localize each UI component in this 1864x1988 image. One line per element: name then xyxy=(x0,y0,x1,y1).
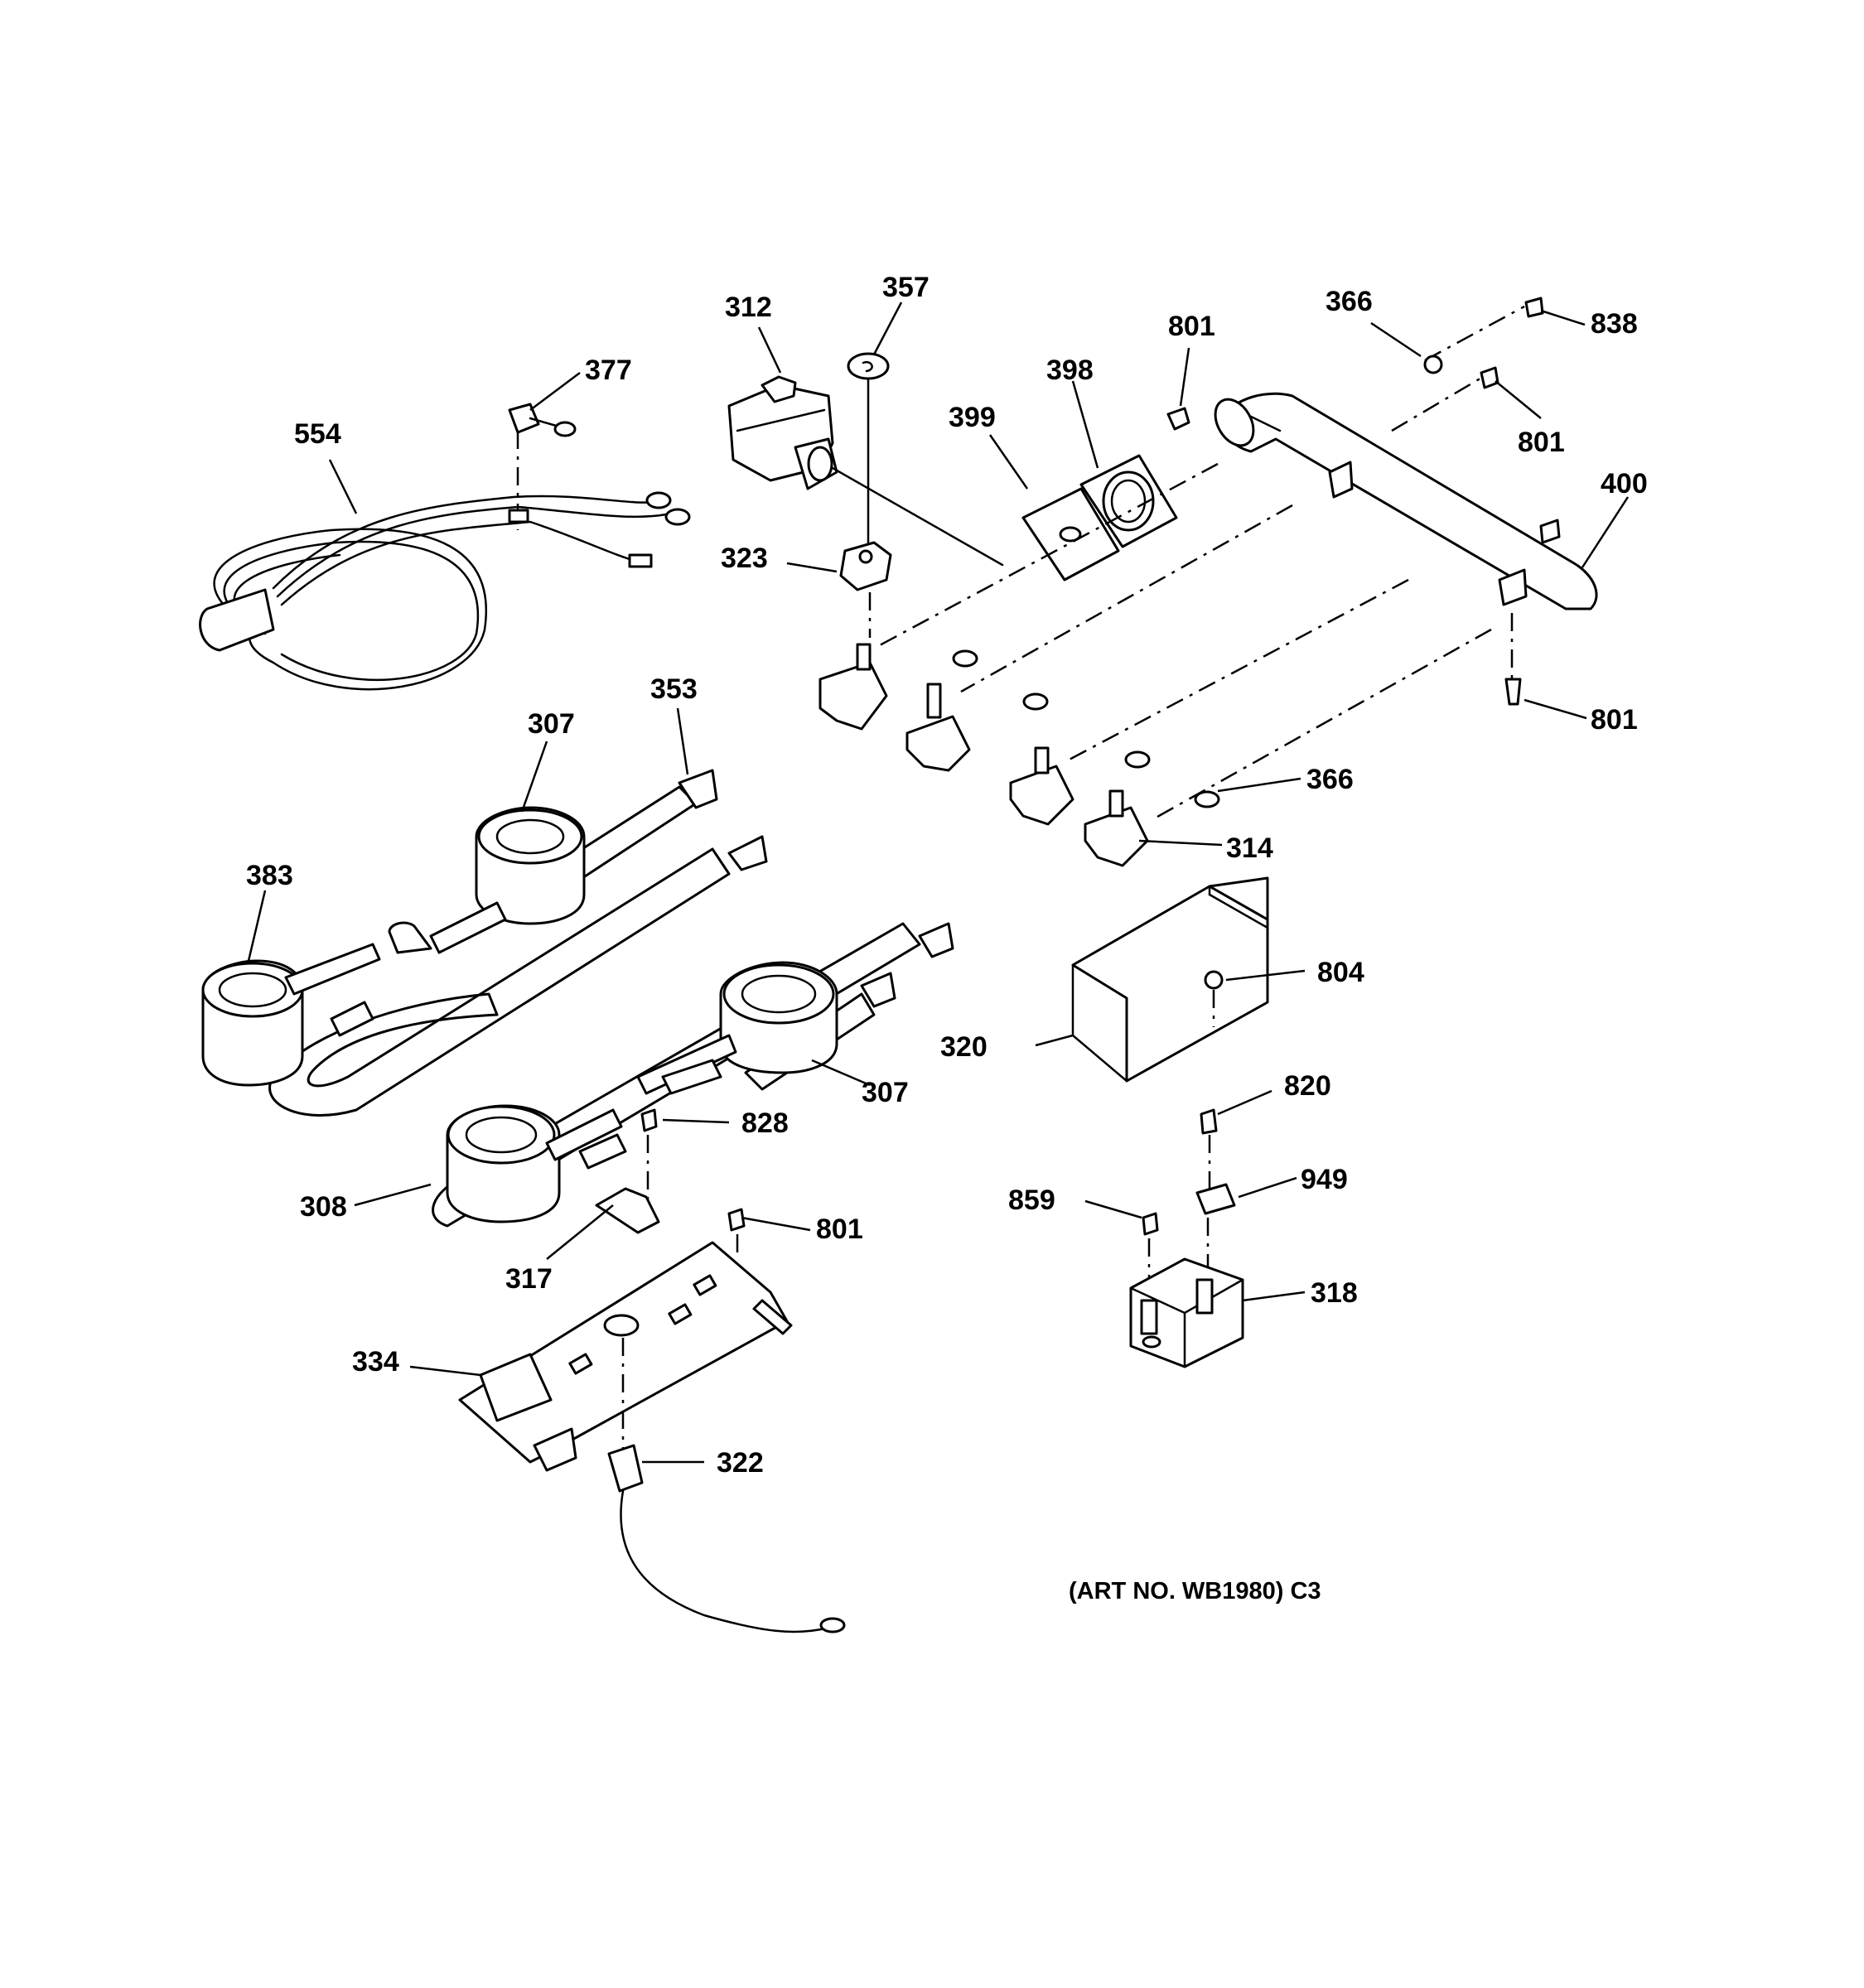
callout-859: 859 xyxy=(1008,1185,1055,1216)
callout-labels: 312 357 377 554 399 398 801 366 838 801 … xyxy=(246,272,1648,1604)
gas-regulator xyxy=(727,375,1004,567)
leader-lines xyxy=(247,302,1630,1464)
shield-bracket xyxy=(1071,876,1269,1083)
callout-838: 838 xyxy=(1591,308,1638,340)
callout-317: 317 xyxy=(505,1263,553,1295)
callout-828: 828 xyxy=(741,1107,789,1139)
burner-heads xyxy=(201,806,838,1223)
callout-801-mid: 801 xyxy=(1591,704,1638,736)
burner-base-plate xyxy=(458,1241,793,1472)
art-number: (ART NO. WB1980) C3 xyxy=(1069,1578,1321,1604)
gas-manifold xyxy=(877,305,1598,822)
callout-399: 399 xyxy=(949,402,996,433)
burner-307-front xyxy=(636,961,838,1095)
callout-323: 323 xyxy=(721,543,768,574)
callout-398: 398 xyxy=(1046,355,1094,386)
burner-308 xyxy=(446,1104,627,1223)
callout-366-top: 366 xyxy=(1326,286,1373,317)
igniter-bracket xyxy=(595,1108,746,1259)
callout-554: 554 xyxy=(294,418,341,450)
callout-820: 820 xyxy=(1284,1070,1331,1102)
callout-314: 314 xyxy=(1226,832,1273,864)
callout-383: 383 xyxy=(246,860,293,891)
callout-307-rear: 307 xyxy=(528,708,575,740)
spark-module xyxy=(1129,1108,1244,1368)
callout-801-right: 801 xyxy=(1518,427,1565,458)
callout-357: 357 xyxy=(882,272,930,303)
callout-801-bottom: 801 xyxy=(816,1214,863,1245)
seal-and-valve xyxy=(839,352,892,638)
callout-334: 334 xyxy=(352,1346,399,1378)
callout-804: 804 xyxy=(1317,957,1364,988)
burner-valves xyxy=(819,643,1220,867)
igniter xyxy=(607,1444,846,1633)
burner-383 xyxy=(201,943,381,1087)
callout-308: 308 xyxy=(300,1191,347,1223)
callout-322: 322 xyxy=(717,1447,764,1479)
callout-377: 377 xyxy=(585,355,632,386)
burner-307-rear xyxy=(388,806,586,954)
callout-400: 400 xyxy=(1601,468,1648,499)
callout-353: 353 xyxy=(650,673,698,705)
callout-949: 949 xyxy=(1301,1164,1348,1195)
wire-harness xyxy=(199,403,691,691)
callout-320: 320 xyxy=(940,1031,988,1063)
callout-318: 318 xyxy=(1311,1277,1358,1309)
callout-312: 312 xyxy=(725,292,772,323)
callout-801-top: 801 xyxy=(1168,311,1215,342)
mounting-plates xyxy=(1021,407,1190,581)
callout-307-front: 307 xyxy=(862,1077,909,1108)
callout-366-mid: 366 xyxy=(1306,764,1354,795)
